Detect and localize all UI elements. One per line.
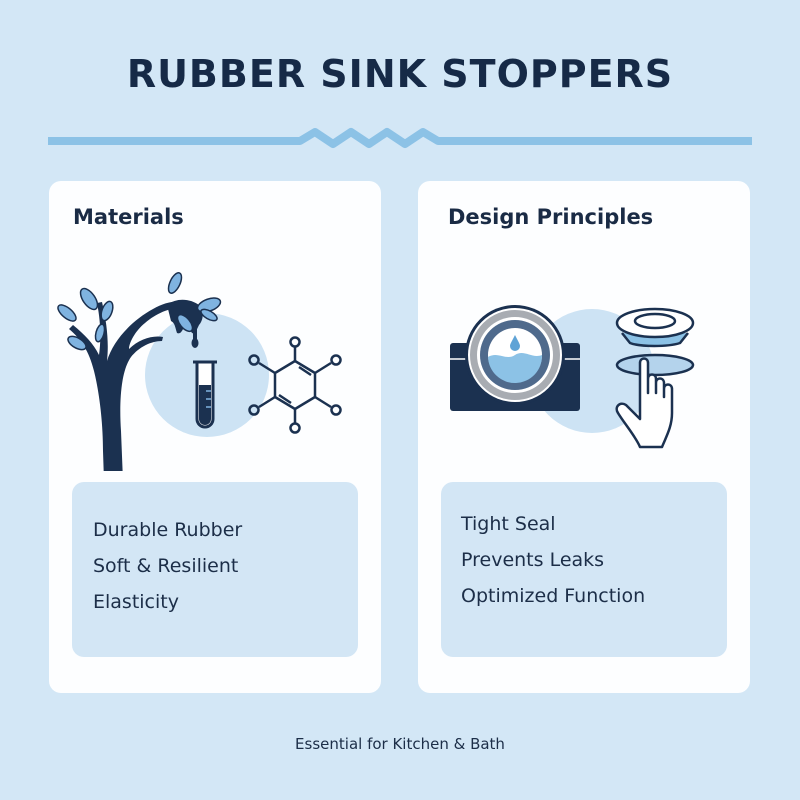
tree-icon [57, 272, 222, 471]
design-info-box: Tight Seal Prevents Leaks Optimized Func… [441, 482, 727, 657]
materials-info-box: Durable Rubber Soft & Resilient Elastici… [72, 482, 358, 657]
drain-seal-icon [450, 305, 580, 411]
stopper-icon [615, 307, 695, 377]
list-item: Durable Rubber [93, 519, 243, 541]
materials-list: Durable Rubber Soft & Resilient Elastici… [93, 512, 242, 620]
list-item: Optimized Function [461, 585, 646, 607]
zigzag-divider [48, 128, 752, 148]
footer-tagline: Essential for Kitchen & Bath [295, 735, 505, 753]
materials-card: Materials [49, 181, 381, 693]
card-title-materials: Materials [73, 205, 184, 229]
list-item: Elasticity [93, 591, 179, 613]
molecule-icon [248, 336, 342, 434]
design-principles-card: Design Principles Tight Seal Prevents Le… [418, 181, 750, 693]
card-title-design-principles: Design Principles [448, 205, 654, 229]
list-item: Prevents Leaks [461, 549, 605, 571]
design-illustration [450, 305, 695, 449]
materials-illustration [57, 272, 342, 471]
list-item: Tight Seal [461, 513, 556, 535]
water-drop-icon [510, 335, 520, 351]
test-tube-icon [193, 360, 217, 429]
list-item: Soft & Resilient [93, 555, 239, 577]
pointing-hand-icon [615, 357, 674, 449]
page-title: RUBBER SINK STOPPERS [126, 52, 674, 96]
design-list: Tight Seal Prevents Leaks Optimized Func… [461, 506, 645, 614]
